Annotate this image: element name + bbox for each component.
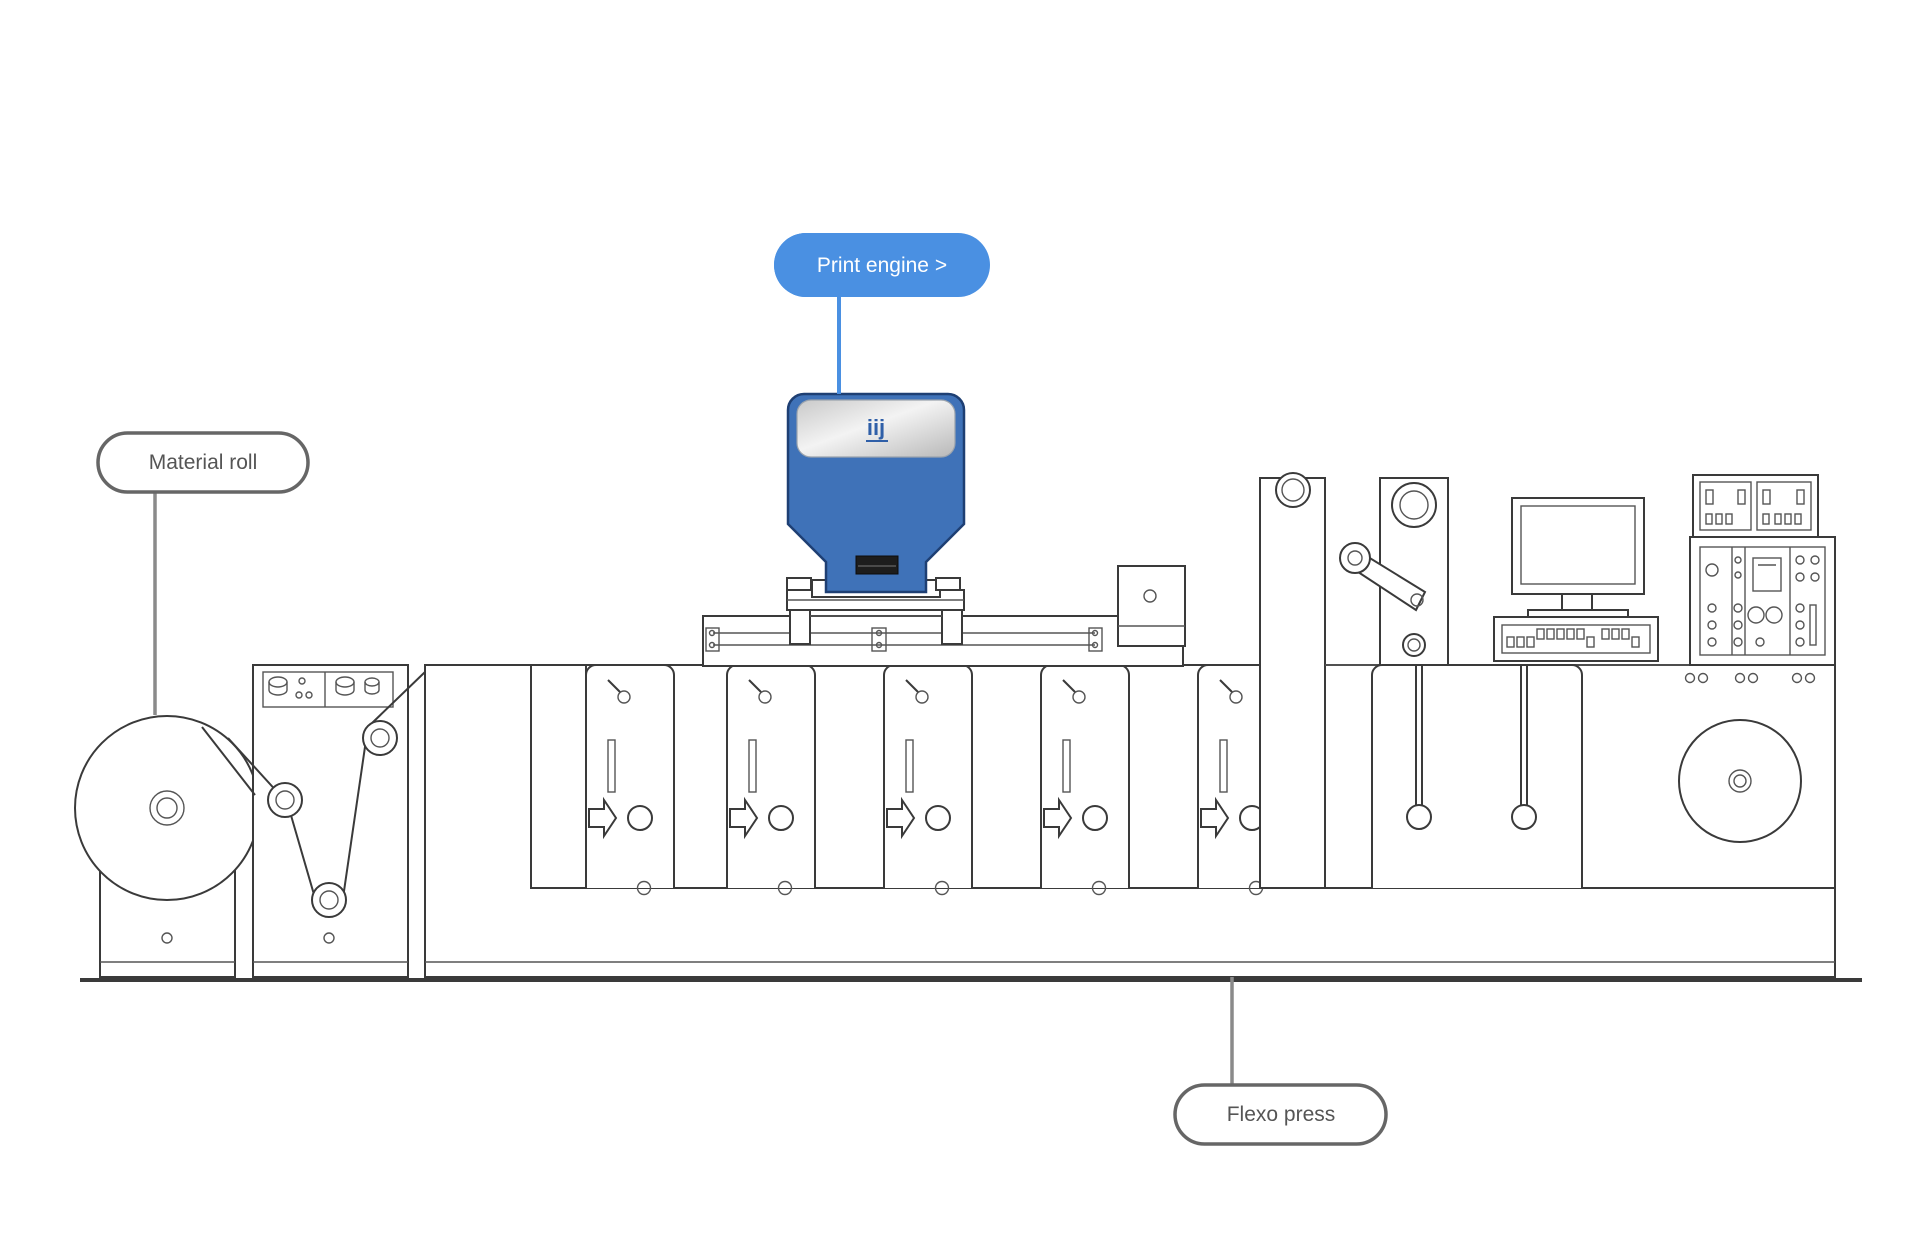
web-direction-arrow <box>1043 796 1073 840</box>
station-indicator <box>1091 880 1107 896</box>
station-lever <box>607 679 621 693</box>
tension-unit <box>252 664 409 978</box>
print-station-frame <box>585 664 675 888</box>
station-slot <box>905 739 914 793</box>
flexo-press-callout-pill[interactable] <box>1173 1083 1388 1146</box>
material-roll-callout[interactable]: Material roll <box>96 431 310 715</box>
control-panel-top <box>1692 474 1819 538</box>
web-direction-arrow <box>588 796 618 840</box>
station-lever-knob <box>758 690 772 704</box>
print-engine[interactable]: iij <box>702 392 1186 667</box>
material-roll-label: Material roll <box>149 451 258 474</box>
print-station <box>585 664 675 896</box>
station-slot <box>1062 739 1071 793</box>
rewind-roll <box>1678 719 1802 843</box>
station-indicator <box>636 880 652 896</box>
anilox-roller <box>925 805 951 831</box>
anilox-roller <box>627 805 653 831</box>
print-engine-label: Print engine > <box>817 254 947 277</box>
indicator-lights <box>1684 672 1816 684</box>
print-station <box>1040 664 1130 896</box>
station-lever <box>1219 679 1233 693</box>
web-direction-arrow <box>886 796 916 840</box>
station-slot <box>1219 739 1228 793</box>
print-station <box>726 664 816 896</box>
uv-tower-left <box>1259 472 1370 889</box>
computer-keyboard-keys <box>1506 628 1640 648</box>
control-cabinet <box>1689 536 1836 666</box>
station-lever <box>748 679 762 693</box>
print-engine-nameplate <box>796 399 956 458</box>
print-engine-callout[interactable]: Print engine > <box>774 233 990 394</box>
station-indicator <box>777 880 793 896</box>
web-direction-arrow <box>729 796 759 840</box>
web-direction-arrow <box>1200 796 1230 840</box>
station-slot <box>748 739 757 793</box>
station-indicator <box>934 880 950 896</box>
station-lever-knob <box>1229 690 1243 704</box>
material-web-path <box>201 671 426 899</box>
station-lever-knob <box>915 690 929 704</box>
station-lever-knob <box>1072 690 1086 704</box>
anilox-roller <box>1082 805 1108 831</box>
station-slot <box>607 739 616 793</box>
print-head-slot <box>855 555 899 575</box>
print-station <box>883 664 973 896</box>
flexo-press-label: Flexo press <box>1227 1103 1336 1126</box>
station-lever-knob <box>617 690 631 704</box>
die-cut-station <box>1371 664 1583 888</box>
material-roll-drum <box>74 715 260 901</box>
anilox-roller <box>768 805 794 831</box>
iij-logo: iij <box>867 415 885 440</box>
flexo-press-callout[interactable]: Flexo press <box>1173 977 1388 1146</box>
control-computer <box>1493 497 1659 662</box>
station-lever <box>1062 679 1076 693</box>
station-lever <box>905 679 919 693</box>
tension-rollers <box>267 720 398 918</box>
material-roll-callout-pill[interactable] <box>96 431 310 494</box>
